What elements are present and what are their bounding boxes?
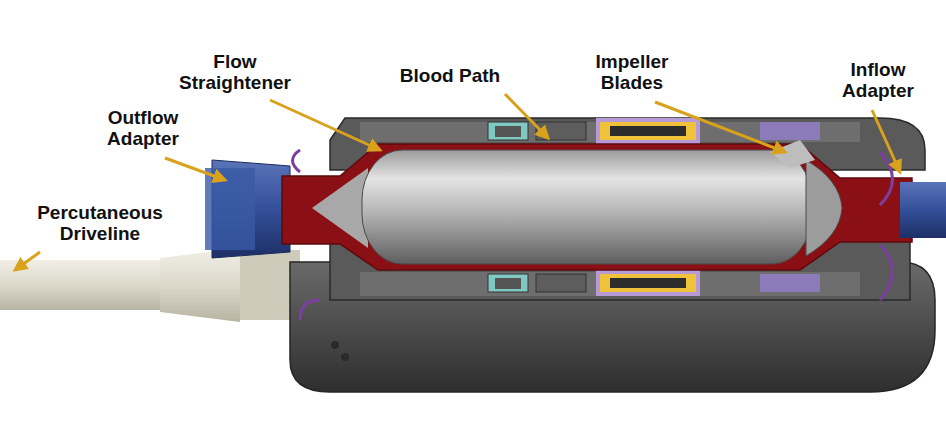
clip (880, 152, 893, 205)
magnet-core (610, 278, 686, 288)
part-label: Flow Straightener (177, 52, 293, 94)
part-label: Inflow Adapter (840, 60, 916, 102)
part-label: Impeller Blades (594, 52, 671, 94)
leader-line (165, 158, 225, 180)
stator-part (488, 274, 528, 292)
impeller-hub (806, 160, 842, 256)
housing-exterior (290, 262, 935, 392)
magnet (598, 120, 698, 142)
magnet (598, 272, 698, 294)
stator-part (495, 126, 521, 137)
screw-hole (341, 353, 349, 361)
bearing (760, 274, 820, 292)
part-label: Blood Path (398, 66, 502, 87)
magnet-core (610, 126, 686, 136)
screw-hole (331, 341, 339, 349)
leader-line (872, 110, 900, 172)
leader-line (15, 252, 40, 270)
outflow-adapter-bore (205, 168, 255, 250)
stator-part (495, 278, 521, 289)
rotor (362, 150, 812, 264)
clip (880, 245, 893, 300)
leader-line (655, 102, 785, 152)
stator-part (488, 122, 528, 140)
leader-line (270, 100, 380, 150)
bearing (760, 122, 820, 140)
stator-part (536, 122, 586, 140)
leader-line (505, 94, 548, 138)
clip (293, 150, 301, 172)
clip (300, 300, 320, 320)
part-label: Percutaneous Driveline (35, 203, 165, 245)
leader-lines (15, 94, 900, 270)
inflow-adapter (900, 182, 946, 238)
flow-straightener-cone (312, 168, 368, 248)
driveline-tube (0, 260, 160, 310)
blood-path (282, 144, 912, 270)
part-label: Outflow Adapter (105, 108, 181, 150)
stator-part (536, 274, 586, 292)
housing-inner (360, 272, 860, 296)
strain-relief (160, 248, 240, 322)
impeller-blade (770, 140, 815, 168)
